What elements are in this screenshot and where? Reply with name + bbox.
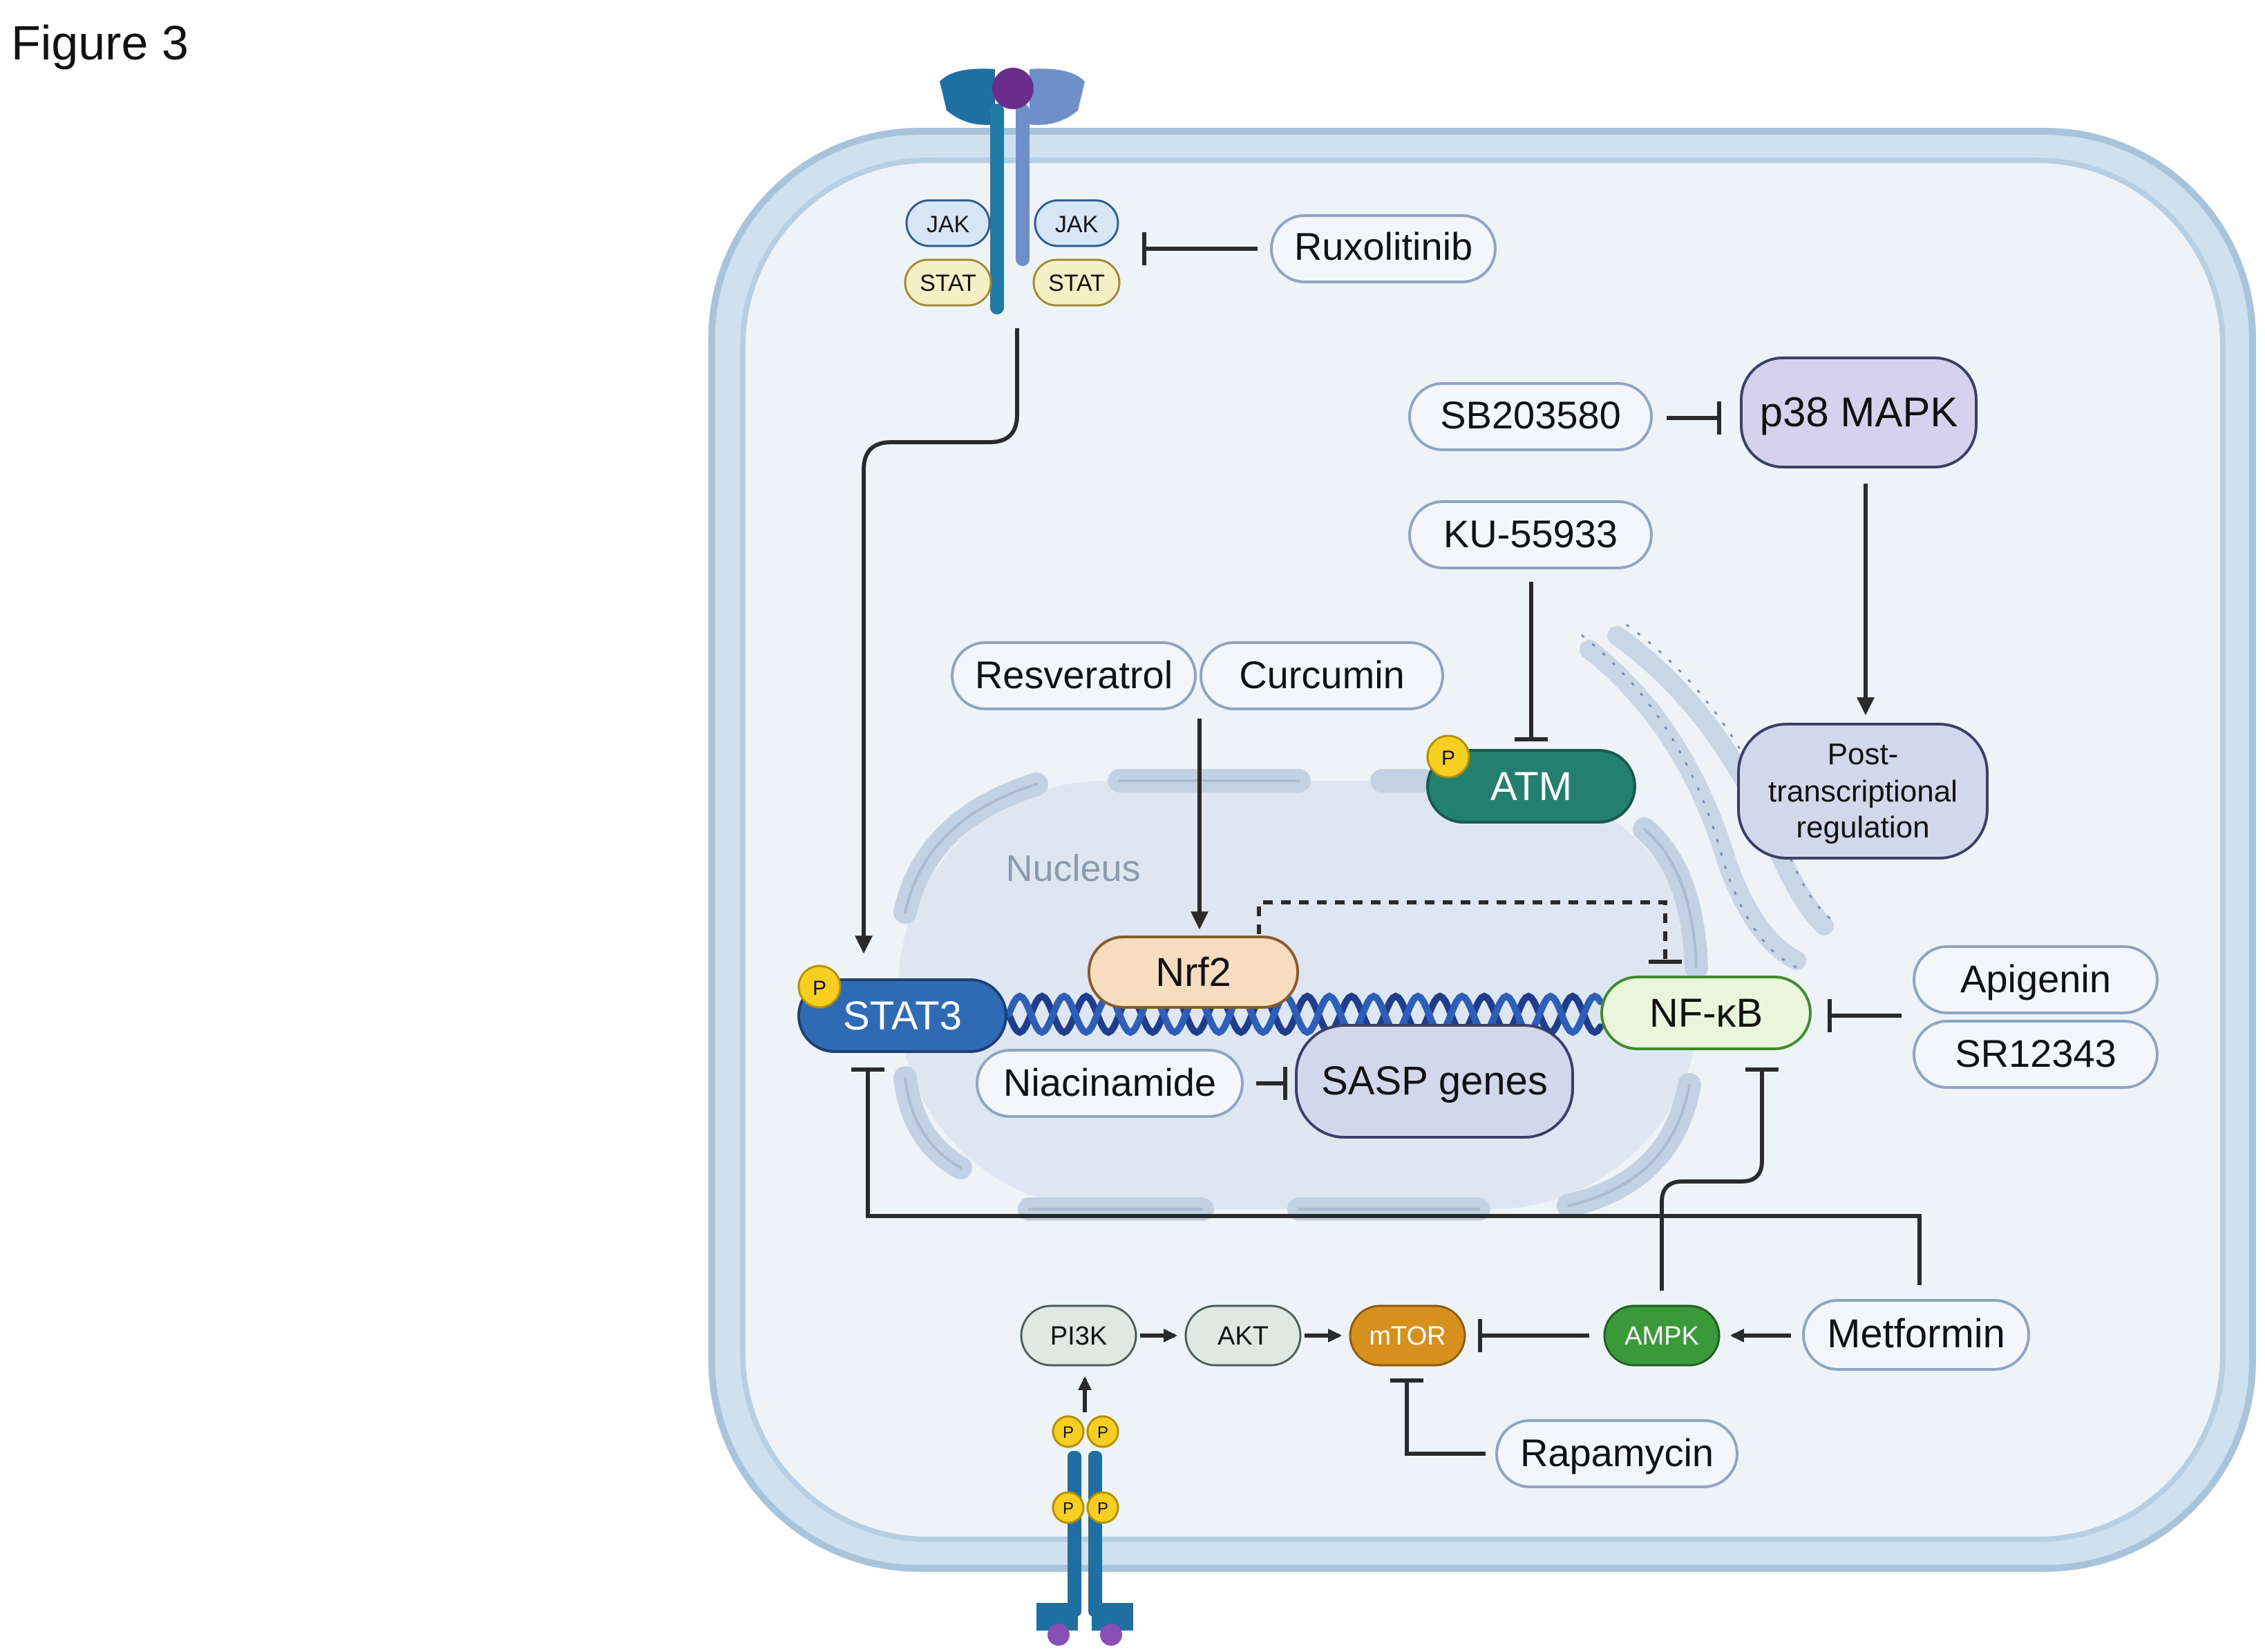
post-transcriptional-line-1: Post- [1828, 737, 1899, 771]
node-akt: AKT [1184, 1304, 1302, 1367]
resveratrol-label: Resveratrol [975, 653, 1173, 696]
rtk-phospho-2-label: P [1097, 1423, 1108, 1442]
sb203580-label: SB203580 [1440, 393, 1621, 437]
apigenin-label: Apigenin [1960, 957, 2111, 1000]
node-ruxolitinib: Ruxolitinib [1270, 214, 1497, 283]
rtk-phospho-3-icon [1052, 1491, 1085, 1524]
figure-title: Figure 3 [11, 16, 189, 70]
rtk-phospho-4-icon [1086, 1491, 1119, 1524]
ampk-label: AMPK [1624, 1322, 1699, 1351]
curcumin-label: Curcumin [1239, 653, 1405, 696]
sasp-label: SASP genes [1321, 1058, 1548, 1103]
node-ku55933: KU-55933 [1408, 500, 1653, 569]
node-sr12343: SR12343 [1913, 1020, 2159, 1089]
rtk-ligand-right-icon [1100, 1624, 1122, 1646]
nucleus-label: Nucleus [1005, 848, 1140, 889]
node-post-transcriptional-regulation: Post- transcriptional regulation [1737, 723, 1989, 860]
node-stat3: STAT3 P [797, 965, 1007, 1053]
atm-phospho-label: P [1441, 747, 1455, 770]
niacinamide-label: Niacinamide [1003, 1061, 1216, 1104]
jak-left-label: JAK [927, 211, 970, 238]
node-apigenin: Apigenin [1913, 945, 2159, 1014]
node-rapamycin: Rapamycin [1495, 1419, 1738, 1488]
sr12343-label: SR12343 [1955, 1032, 2116, 1075]
ruxolitinib-label: Ruxolitinib [1294, 225, 1472, 268]
node-ampk: AMPK [1603, 1304, 1721, 1367]
pi3k-label: PI3K [1050, 1322, 1107, 1351]
node-sb203580: SB203580 [1408, 382, 1653, 451]
node-sasp-genes: SASP genes [1295, 1024, 1574, 1139]
mtor-label: mTOR [1369, 1322, 1446, 1351]
p38-label: p38 MAPK [1760, 389, 1958, 435]
rtk-phospho-4-label: P [1097, 1499, 1108, 1518]
rtk-phospho-1-icon [1052, 1415, 1085, 1448]
rapamycin-label: Rapamycin [1520, 1431, 1714, 1474]
receptor-tyrosine-kinase: P P P P [1036, 1415, 1133, 1646]
rtk-phospho-1-label: P [1063, 1423, 1074, 1442]
ligand-icon [992, 68, 1034, 109]
node-p38-mapk: p38 MAPK [1740, 357, 1978, 468]
akt-label: AKT [1217, 1322, 1269, 1351]
cytokine-receptor [940, 68, 1085, 314]
edge-rapamycin-mtor [1405, 1380, 1486, 1456]
node-resveratrol: Resveratrol [951, 641, 1197, 710]
stat-left: STAT [904, 258, 992, 307]
edge-ampk-nfkb [1660, 1070, 1764, 1291]
node-niacinamide: Niacinamide [976, 1049, 1244, 1118]
post-transcriptional-line-2: transcriptional [1768, 775, 1958, 808]
jak-right-label: JAK [1055, 211, 1099, 238]
edges [851, 232, 1922, 1456]
node-nrf2: Nrf2 [1088, 936, 1299, 1009]
node-nfkb: NF-κB [1600, 976, 1812, 1050]
stat3-label: STAT3 [843, 994, 962, 1038]
rtk-phospho-2-icon [1086, 1415, 1119, 1448]
post-transcriptional-line-3: regulation [1796, 810, 1929, 844]
stat3-phospho-label: P [813, 977, 826, 1000]
stat-right: STAT [1032, 258, 1121, 307]
nrf2-label: Nrf2 [1155, 950, 1231, 995]
metformin-label: Metformin [1827, 1311, 2005, 1356]
nfkb-label: NF-κB [1649, 991, 1763, 1036]
node-metformin: Metformin [1802, 1299, 2030, 1371]
edge-metformin-stat3 [866, 1070, 1922, 1285]
jak-left: JAK [905, 199, 991, 247]
stat-right-label: STAT [1048, 270, 1105, 296]
node-mtor: mTOR [1349, 1304, 1466, 1367]
node-atm: ATM P [1426, 734, 1636, 824]
stat-left-label: STAT [920, 270, 976, 296]
edge-nrf2-nfkb [1257, 900, 1667, 962]
node-curcumin: Curcumin [1200, 641, 1444, 710]
ku55933-label: KU-55933 [1443, 512, 1618, 556]
rtk-phospho-3-label: P [1063, 1499, 1074, 1518]
node-pi3k: PI3K [1020, 1304, 1137, 1367]
stat3-phospho-icon [797, 965, 842, 1009]
atm-phospho-icon [1426, 734, 1470, 779]
edge-receptor-stat3 [855, 328, 1019, 954]
jak-right: JAK [1034, 199, 1119, 247]
rtk-ligand-left-icon [1048, 1624, 1070, 1646]
atm-label: ATM [1490, 764, 1572, 809]
